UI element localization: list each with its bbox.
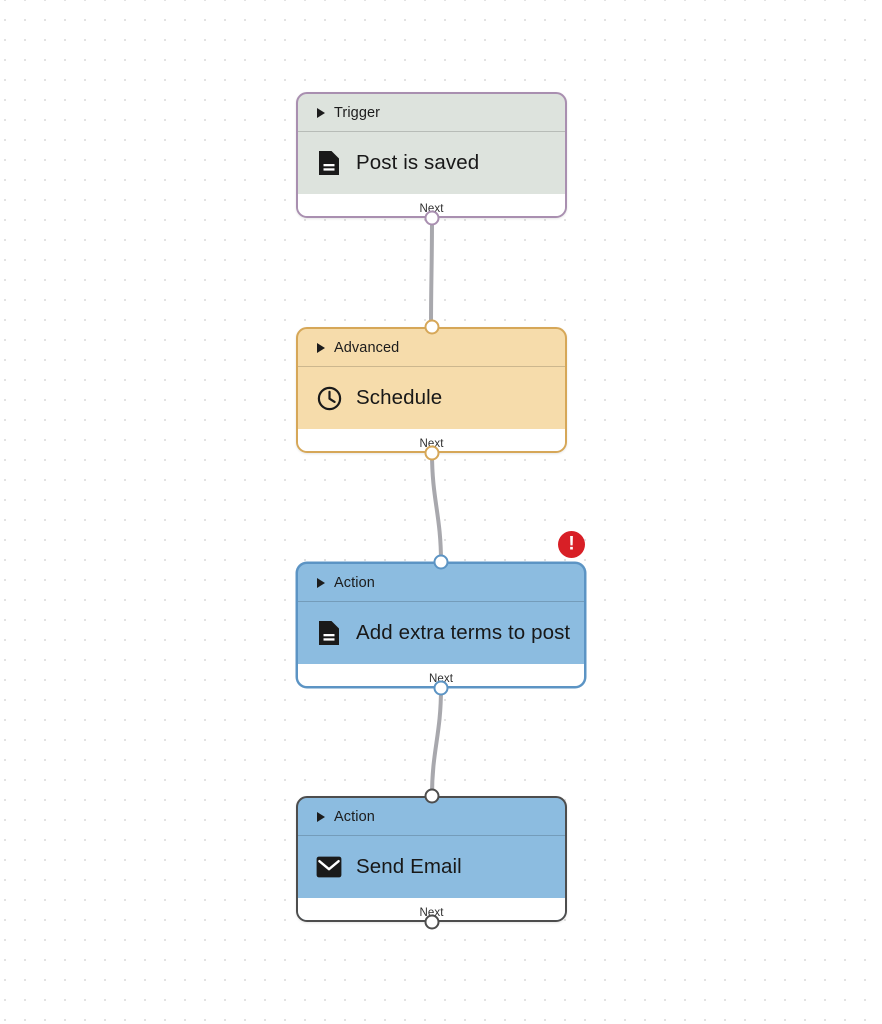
disclosure-triangle-icon[interactable]	[317, 811, 325, 822]
node-category-label: Trigger	[334, 104, 381, 121]
node-output-port[interactable]	[433, 680, 449, 696]
envelope-icon	[316, 854, 342, 880]
node-body[interactable]: Post is saved	[298, 132, 565, 194]
node-input-port[interactable]	[433, 554, 449, 570]
node-divider	[298, 131, 565, 132]
node-body[interactable]: Schedule	[298, 367, 565, 429]
node-body[interactable]: Send Email	[298, 836, 565, 898]
node-output-port[interactable]	[424, 445, 439, 461]
connector-edge[interactable]	[430, 451, 443, 564]
disclosure-triangle-icon[interactable]	[317, 577, 325, 588]
node-divider	[298, 366, 565, 367]
document-icon	[316, 150, 342, 176]
node-category-label: Action	[334, 574, 375, 591]
node-divider	[298, 835, 565, 836]
disclosure-triangle-icon[interactable]	[317, 107, 325, 118]
connector-edge[interactable]	[430, 686, 443, 798]
node-title: Schedule	[356, 386, 443, 409]
node-title: Post is saved	[356, 151, 480, 174]
node-input-port[interactable]	[424, 788, 439, 804]
node-header[interactable]: Advanced	[298, 329, 565, 366]
node-output-port[interactable]	[424, 210, 439, 226]
clock-icon	[316, 385, 342, 411]
node-output-port[interactable]	[424, 914, 439, 930]
node-input-port[interactable]	[424, 319, 439, 335]
document-icon	[316, 620, 342, 646]
connector-edge[interactable]	[429, 216, 434, 329]
disclosure-triangle-icon[interactable]	[317, 342, 325, 353]
node-title: Send Email	[356, 855, 462, 878]
node-header[interactable]: Action	[298, 564, 584, 601]
node-title: Add extra terms to post	[356, 621, 571, 644]
node-divider	[298, 601, 584, 602]
exclamation-icon: !	[568, 533, 575, 555]
node-header[interactable]: Trigger	[298, 94, 565, 131]
node-error-badge[interactable]: !	[558, 531, 585, 558]
node-header[interactable]: Action	[298, 798, 565, 835]
node-category-label: Action	[334, 808, 375, 825]
node-category-label: Advanced	[334, 339, 400, 356]
node-body[interactable]: Add extra terms to post	[298, 602, 584, 664]
